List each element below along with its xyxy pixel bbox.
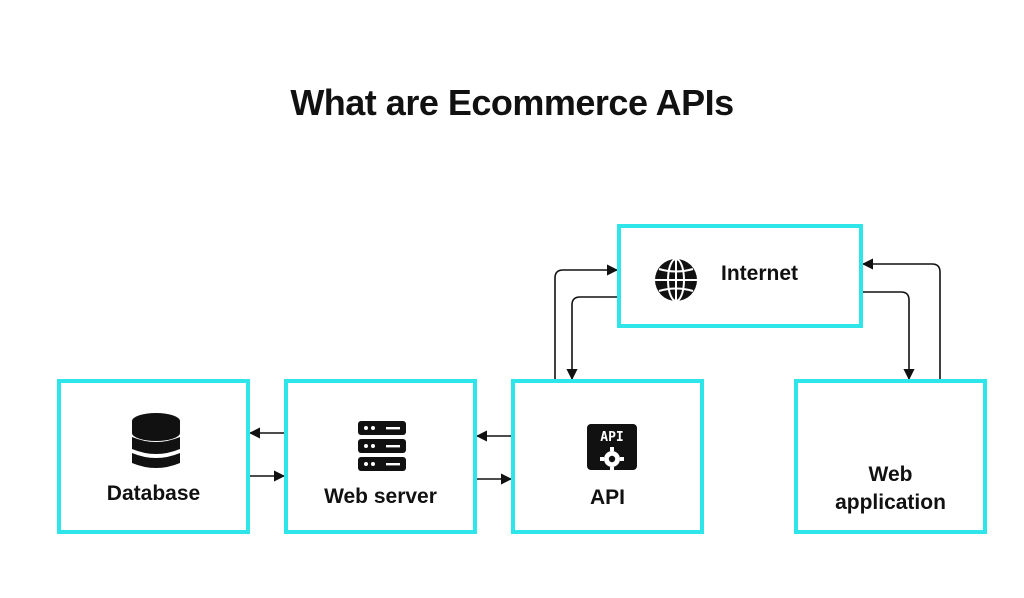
web-application-label: Web application bbox=[835, 463, 946, 514]
api-icon-text: API bbox=[600, 430, 623, 445]
arrow-webapp-to-internet bbox=[861, 258, 941, 379]
api-icon: API bbox=[587, 424, 637, 477]
arrow-internet-to-webapp bbox=[863, 291, 915, 381]
arrow-api-to-internet bbox=[554, 264, 619, 379]
database-icon bbox=[132, 413, 180, 476]
web-server-node: Web server bbox=[284, 379, 477, 534]
arrow-internet-to-api bbox=[566, 296, 617, 381]
api-node: API API bbox=[511, 379, 704, 534]
web-server-label: Web server bbox=[324, 485, 437, 508]
database-label: Database bbox=[106, 482, 201, 505]
internet-node: Internet bbox=[617, 224, 863, 328]
diagram-title: What are Ecommerce APIs bbox=[290, 82, 734, 123]
api-label: API bbox=[589, 486, 625, 509]
globe-icon bbox=[654, 258, 698, 307]
database-node: Database bbox=[57, 379, 250, 534]
web-application-node: Web application bbox=[794, 379, 987, 534]
server-icon bbox=[358, 421, 406, 476]
internet-label: Internet bbox=[721, 262, 799, 285]
